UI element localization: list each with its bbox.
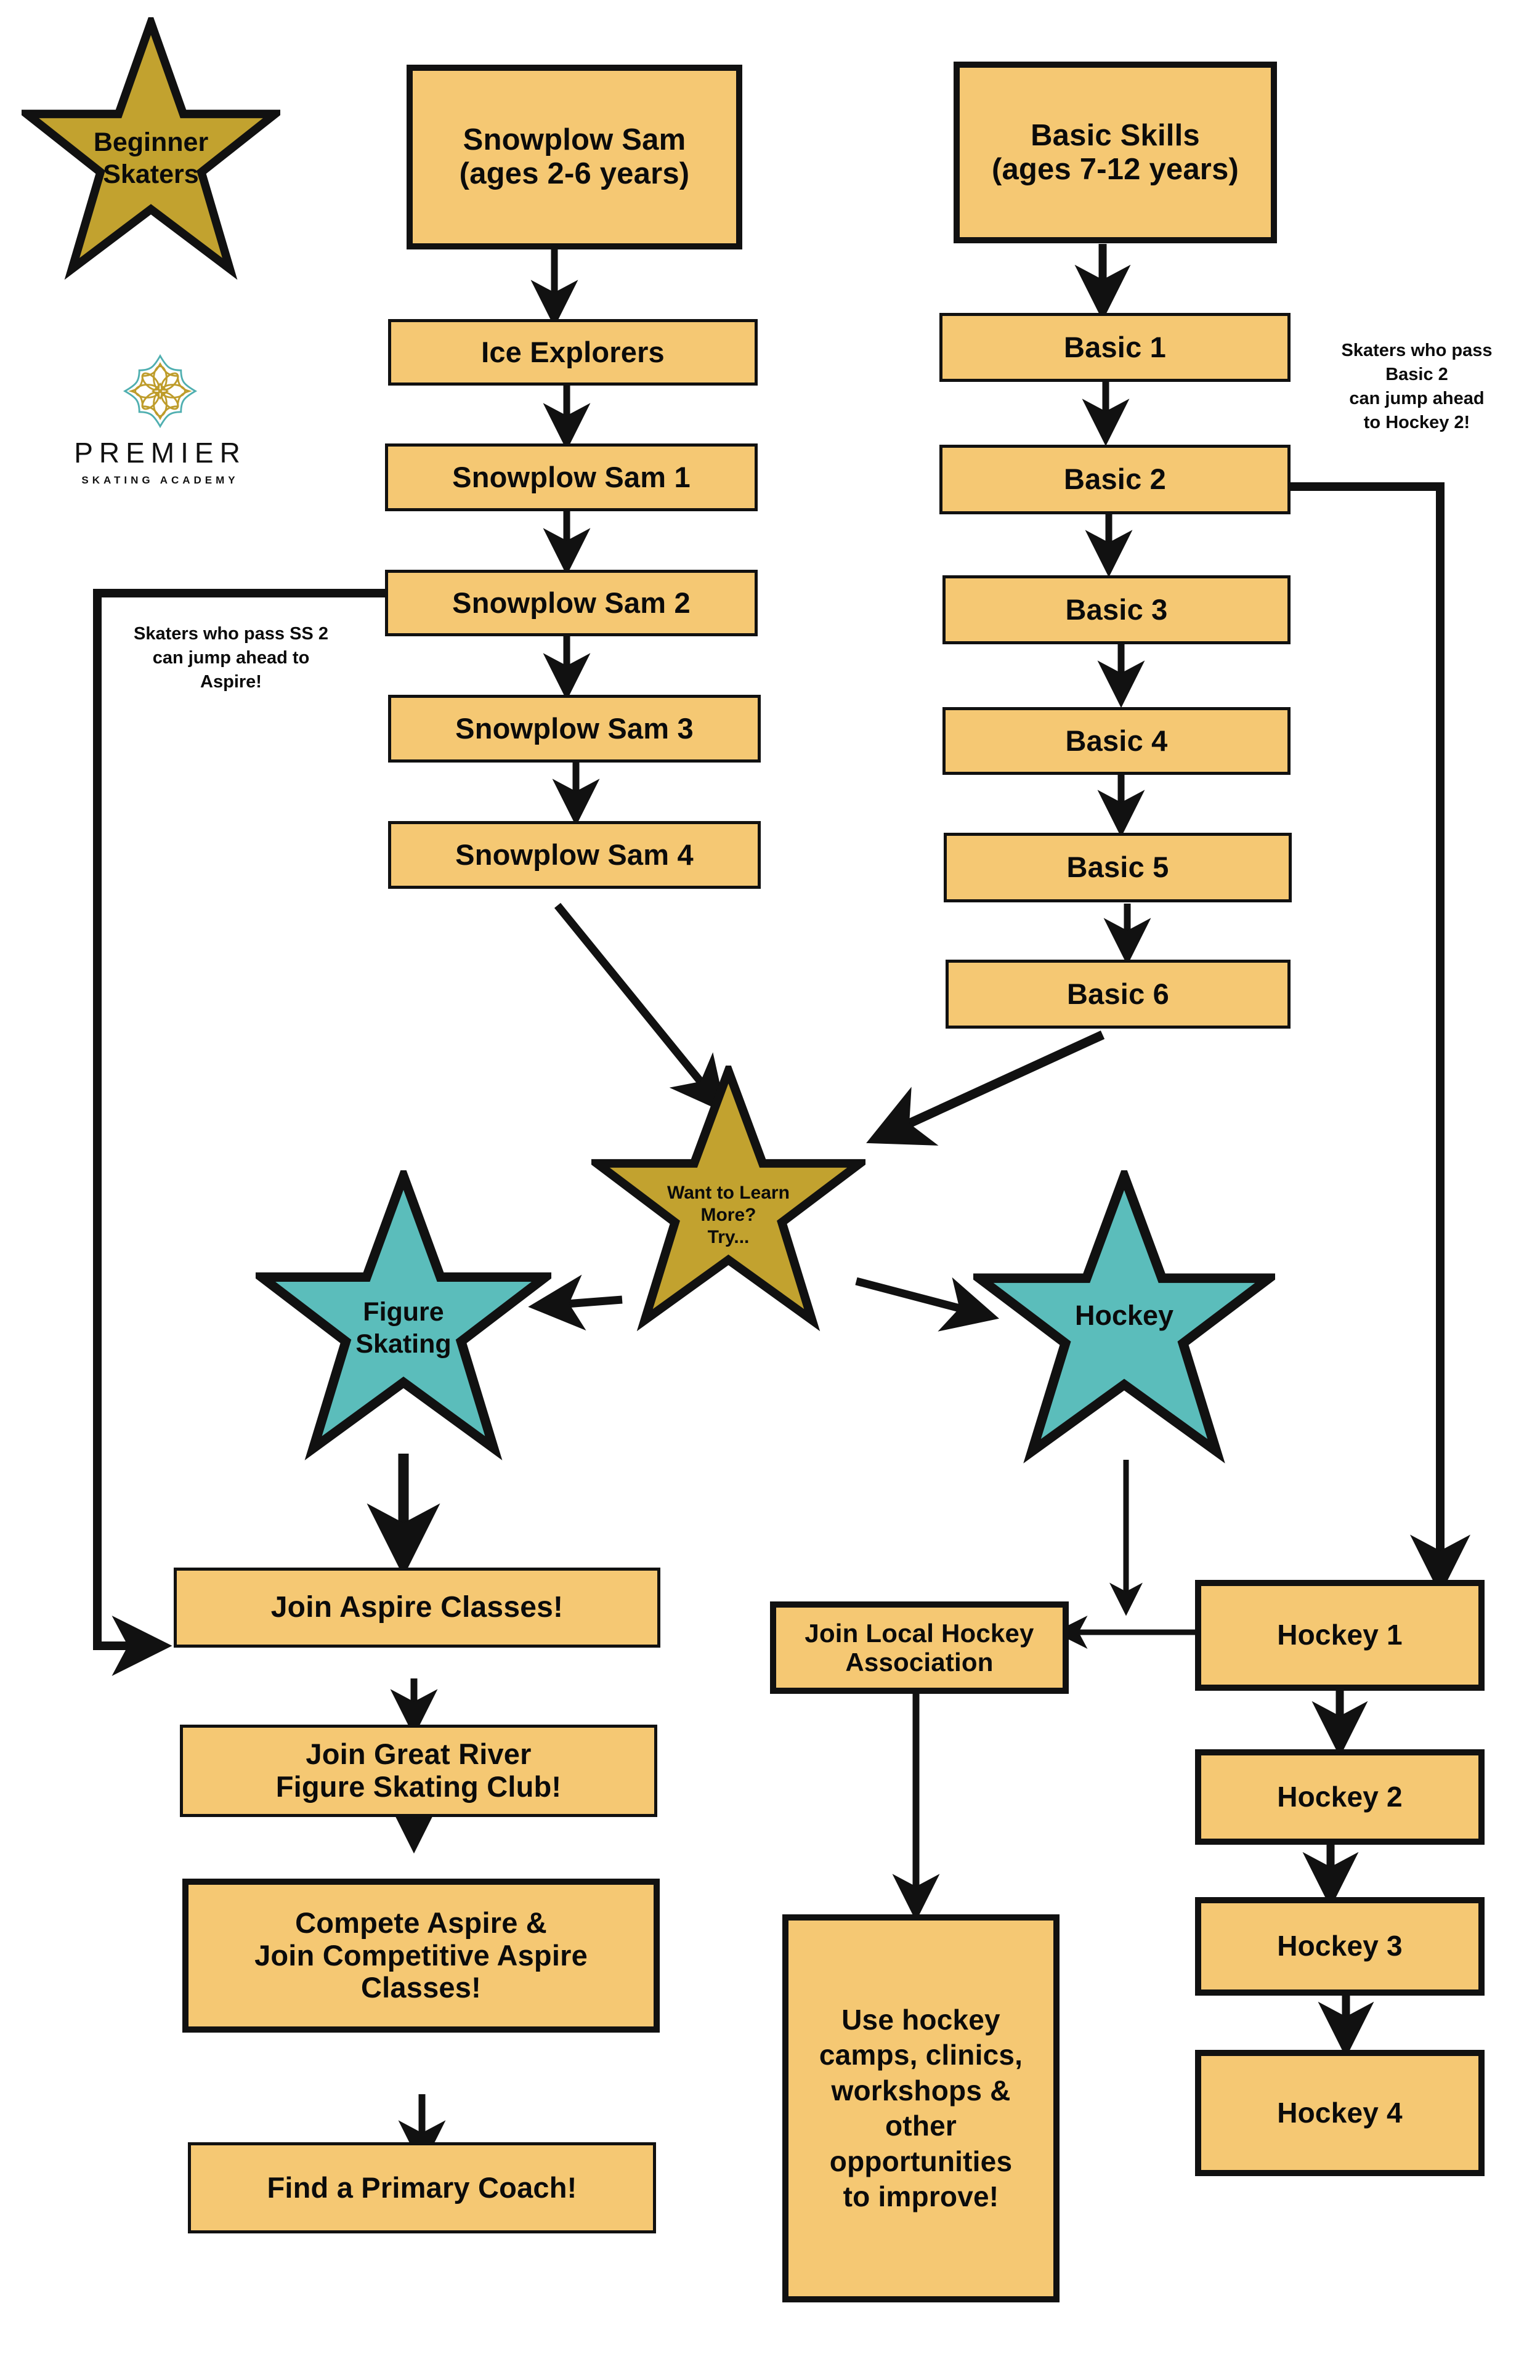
- node-hockey-4[interactable]: Hockey 4: [1195, 2050, 1485, 2176]
- great-river-line1: Join Great River: [306, 1738, 532, 1771]
- note-basic2-line2: Basic 2: [1385, 365, 1448, 385]
- note-ss2-jump-ahead: Skaters who pass SS 2 can jump ahead to …: [108, 622, 354, 694]
- snowplow-sam-2-label: Snowplow Sam 2: [452, 586, 691, 619]
- compete-aspire-line2: Join Competitive Aspire: [254, 1938, 588, 1972]
- note-ss2-line1: Skaters who pass SS 2: [134, 624, 328, 644]
- node-hockey-1[interactable]: Hockey 1: [1195, 1580, 1485, 1691]
- note-ss2-line3: Aspire!: [200, 672, 262, 692]
- node-basic-2[interactable]: Basic 2: [939, 445, 1291, 514]
- star-want-to-learn-more: Want to Learn More? Try...: [591, 1066, 865, 1334]
- use-camps-line3: workshops &: [831, 2074, 1011, 2107]
- brand-wordmark: PREMIER: [74, 437, 246, 469]
- beginner-star-line2: Skaters: [103, 160, 199, 189]
- use-camps-line1: Use hockey: [841, 2003, 1000, 2036]
- node-hockey-2[interactable]: Hockey 2: [1195, 1749, 1485, 1845]
- star-shape-icon: [256, 1170, 551, 1460]
- node-basic-6[interactable]: Basic 6: [946, 960, 1291, 1029]
- star-shape-icon: [973, 1170, 1275, 1463]
- basic-6-label: Basic 6: [1066, 977, 1169, 1010]
- node-basic-5[interactable]: Basic 5: [944, 833, 1292, 902]
- node-hockey-3[interactable]: Hockey 3: [1195, 1897, 1485, 1996]
- snowplow-sam-4-label: Snowplow Sam 4: [455, 838, 694, 871]
- hockey-3-label: Hockey 3: [1277, 1930, 1403, 1962]
- node-join-local-hockey-association[interactable]: Join Local Hockey Association: [770, 1601, 1069, 1694]
- join-aspire-label: Join Aspire Classes!: [270, 1591, 564, 1624]
- great-river-line2: Figure Skating Club!: [275, 1770, 562, 1803]
- snowplow-header-line2: (ages 2-6 years): [459, 157, 690, 190]
- basic-4-label: Basic 4: [1065, 724, 1168, 757]
- node-snowplow-sam-2[interactable]: Snowplow Sam 2: [385, 570, 758, 636]
- node-join-aspire-classes[interactable]: Join Aspire Classes!: [174, 1568, 660, 1648]
- basic-5-label: Basic 5: [1066, 851, 1169, 884]
- ice-explorers-label: Ice Explorers: [481, 335, 665, 368]
- node-snowplow-sam-3[interactable]: Snowplow Sam 3: [388, 695, 761, 763]
- star-hockey[interactable]: Hockey: [973, 1170, 1275, 1466]
- premier-skating-academy-logo: PREMIER SKATING ACADEMY: [68, 351, 253, 487]
- star-beginner-skaters: Beginner Skaters: [22, 17, 280, 282]
- node-snowplow-sam-4[interactable]: Snowplow Sam 4: [388, 821, 761, 889]
- note-basic2-line3: can jump ahead: [1349, 389, 1485, 409]
- use-camps-line6: to improve!: [843, 2180, 999, 2212]
- use-camps-line2: camps, clinics,: [819, 2039, 1023, 2071]
- basic-header-line1: Basic Skills: [1031, 118, 1200, 152]
- node-basic-1[interactable]: Basic 1: [939, 313, 1291, 382]
- compete-aspire-line3: Classes!: [361, 1971, 481, 2004]
- node-basic-3[interactable]: Basic 3: [942, 575, 1291, 644]
- node-snowplow-sam-1[interactable]: Snowplow Sam 1: [385, 443, 758, 511]
- brand-subtitle: SKATING ACADEMY: [81, 474, 239, 486]
- hockey-1-label: Hockey 1: [1277, 1619, 1403, 1651]
- use-camps-line4: other: [885, 2110, 957, 2142]
- note-basic2-jump-ahead: Skaters who pass Basic 2 can jump ahead …: [1306, 339, 1528, 435]
- snowplow-sam-3-label: Snowplow Sam 3: [455, 711, 694, 745]
- learn-more-line2: More?: [700, 1204, 756, 1225]
- figure-skating-line1: Figure: [363, 1297, 444, 1327]
- basic-2-label: Basic 2: [1063, 463, 1166, 496]
- node-compete-aspire[interactable]: Compete Aspire & Join Competitive Aspire…: [182, 1879, 660, 2033]
- snowplow-header-line1: Snowplow Sam: [463, 123, 686, 157]
- learn-more-line1: Want to Learn: [667, 1182, 790, 1203]
- node-find-primary-coach[interactable]: Find a Primary Coach!: [188, 2142, 656, 2233]
- hockey-4-label: Hockey 4: [1277, 2096, 1403, 2129]
- hockey-assoc-line1: Join Local Hockey: [804, 1618, 1034, 1648]
- note-basic2-line1: Skaters who pass: [1341, 341, 1493, 360]
- compete-aspire-line1: Compete Aspire &: [295, 1906, 547, 1940]
- star-shape-icon: [22, 17, 280, 280]
- basic-header-line2: (ages 7-12 years): [991, 152, 1239, 186]
- node-snowplow-sam-header[interactable]: Snowplow Sam (ages 2-6 years): [407, 65, 742, 249]
- node-basic-skills-header[interactable]: Basic Skills (ages 7-12 years): [954, 62, 1277, 243]
- find-coach-label: Find a Primary Coach!: [267, 2171, 577, 2204]
- note-basic2-line4: to Hockey 2!: [1363, 413, 1470, 433]
- node-join-great-river-club[interactable]: Join Great River Figure Skating Club!: [180, 1725, 657, 1817]
- use-camps-line5: opportunities: [829, 2145, 1013, 2177]
- node-use-hockey-camps[interactable]: Use hockey camps, clinics, workshops & o…: [782, 1914, 1060, 2302]
- note-ss2-line2: can jump ahead to: [152, 648, 310, 668]
- figure-skating-line2: Skating: [355, 1329, 452, 1359]
- beginner-star-line1: Beginner: [93, 127, 209, 158]
- snowplow-sam-1-label: Snowplow Sam 1: [452, 460, 691, 493]
- hockey-2-label: Hockey 2: [1277, 1780, 1403, 1813]
- ornamental-mandala-icon: [123, 354, 198, 429]
- node-basic-4[interactable]: Basic 4: [942, 707, 1291, 775]
- hockey-assoc-line2: Association: [845, 1648, 994, 1677]
- hockey-star-label: Hockey: [1074, 1300, 1174, 1331]
- learn-more-line3: Try...: [707, 1226, 750, 1247]
- star-figure-skating[interactable]: Figure Skating: [256, 1170, 551, 1463]
- basic-3-label: Basic 3: [1065, 593, 1168, 626]
- star-shape-icon: [591, 1066, 865, 1332]
- node-ice-explorers[interactable]: Ice Explorers: [388, 319, 758, 386]
- basic-1-label: Basic 1: [1063, 330, 1166, 363]
